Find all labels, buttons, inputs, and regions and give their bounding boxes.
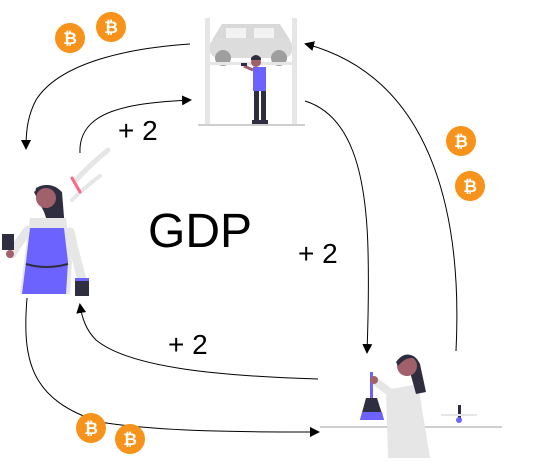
bitcoin-icon: [76, 413, 106, 443]
flow-arrow-barista-to-scientist: [25, 297, 320, 437]
bitcoin-icon: [446, 126, 476, 156]
mechanic-icon: [198, 18, 305, 126]
bitcoin-icon: [455, 171, 485, 201]
flow-arrow-barista-to-mechanic: [79, 95, 192, 154]
bitcoin-icon: [96, 12, 126, 42]
flow-label-barista-to-mechanic: + 2: [118, 115, 158, 146]
barista-icon: [2, 147, 111, 296]
bitcoin-icon: [55, 23, 85, 53]
flow-label-mechanic-to-scientist: + 2: [298, 238, 338, 269]
flow-arrow-scientist-to-mechanic: [304, 41, 458, 352]
flow-arrow-scientist-to-barista: [76, 303, 319, 380]
scientist-icon: [320, 354, 502, 458]
flow-arrow-mechanic-to-scientist: [304, 100, 373, 354]
flow-arrow-mechanic-to-barista: [21, 43, 191, 150]
bitcoin-icon: [115, 424, 145, 454]
flow-label-scientist-to-barista: + 2: [168, 329, 208, 360]
diagram-title: GDP: [148, 205, 253, 258]
